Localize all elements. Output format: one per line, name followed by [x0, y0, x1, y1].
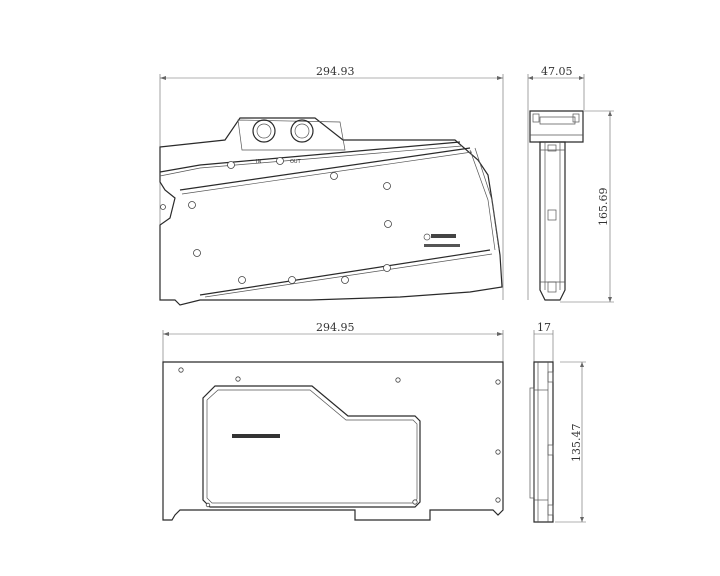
- screw-hole-icon: [160, 161, 392, 284]
- top-side-width-dimension: 47.05: [527, 65, 585, 300]
- bottom-side-body: [533, 361, 554, 523]
- bottom-front-width-label: 294.95: [316, 321, 355, 334]
- top-side-body: [539, 141, 566, 301]
- screw-hole-icon: [178, 367, 501, 508]
- top-front-width-dimension: 294.93: [159, 65, 504, 300]
- port-in-label: IN: [256, 159, 261, 165]
- top-side-view: 47.05 165.69: [527, 65, 614, 303]
- top-side-height-dimension: 165.69: [560, 110, 614, 303]
- bottom-side-width-dimension: 17: [533, 321, 554, 362]
- bottom-side-view: 17 135.47: [529, 321, 586, 523]
- model-label: [232, 434, 280, 438]
- bottom-side-width-label: 17: [537, 321, 551, 334]
- terminal-port-icon: [252, 119, 314, 143]
- bottom-front-outline: [162, 361, 504, 521]
- top-side-terminal: [529, 110, 584, 143]
- top-front-width-label: 294.93: [316, 65, 355, 78]
- top-side-width-label: 47.05: [541, 65, 573, 78]
- port-out-label: OUT: [290, 159, 302, 165]
- brand-logo-icon: [423, 233, 460, 247]
- top-side-height-label: 165.69: [597, 188, 610, 227]
- top-front-outline: [159, 117, 503, 306]
- bottom-front-width-dimension: 294.95: [162, 321, 504, 362]
- bottom-side-height-label: 135.47: [570, 424, 583, 463]
- top-front-view: 294.93 IN OUT: [159, 65, 504, 306]
- bottom-front-view: 294.95: [162, 321, 504, 521]
- bottom-side-height-dimension: 135.47: [555, 361, 586, 523]
- bottom-inner-outline: [202, 385, 421, 508]
